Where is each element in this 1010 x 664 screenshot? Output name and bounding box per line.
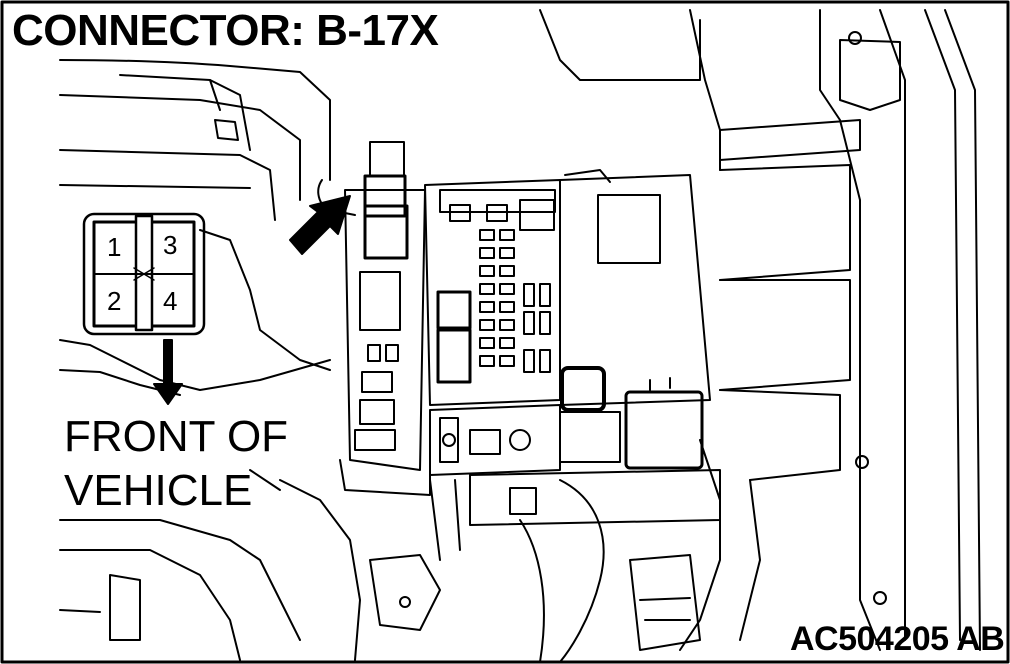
mini-fuses — [479, 229, 551, 373]
right-body-structure — [539, 9, 981, 651]
front-direction-arrow — [153, 339, 183, 405]
figure-code: AC504205 AB — [790, 620, 1005, 658]
connector-pin-3: 3 — [163, 230, 178, 260]
connector-pointer-arrow — [289, 195, 351, 255]
direction-label-line1: FRONT OF — [64, 412, 289, 461]
junction-block-right — [559, 169, 711, 470]
body-panel-lines — [59, 59, 361, 661]
lower-bracket-and-cables — [369, 404, 721, 663]
connector-pin-2: 2 — [107, 286, 122, 316]
connector-title: CONNECTOR: B-17X — [12, 6, 439, 55]
connector-face-diagram — [82, 212, 206, 336]
relay-box-left — [317, 141, 431, 496]
direction-label-line2: VEHICLE — [64, 466, 253, 515]
connector-pin-1: 1 — [107, 232, 122, 262]
fuse-block — [424, 179, 561, 406]
connector-pin-4: 4 — [163, 286, 178, 316]
